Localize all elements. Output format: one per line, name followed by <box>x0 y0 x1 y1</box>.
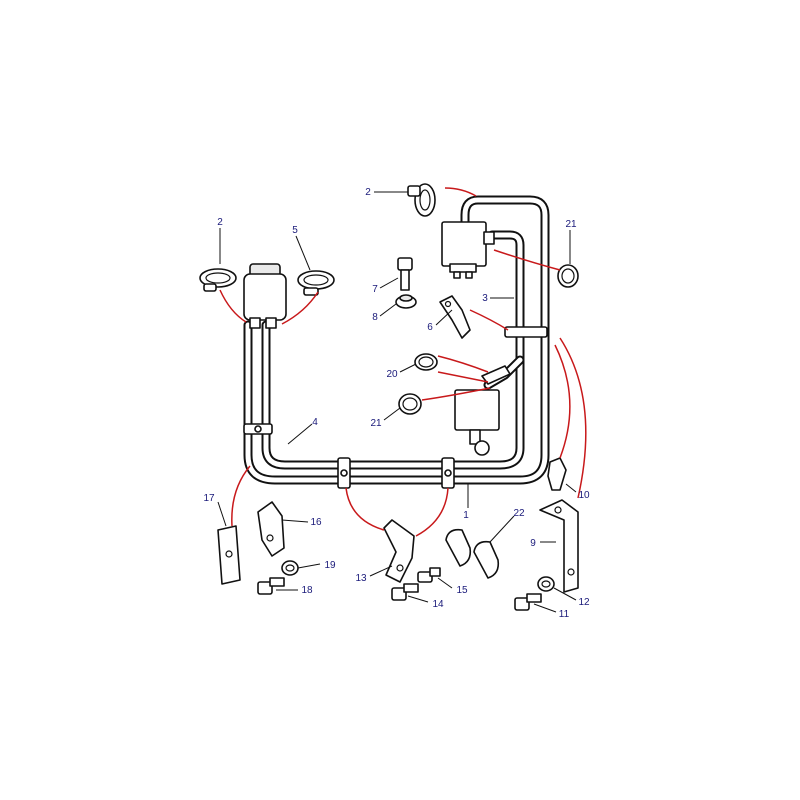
callout-labels: 1 2 2 3 4 5 6 7 8 9 10 11 12 13 14 15 16… <box>203 187 590 620</box>
washer-19 <box>281 560 299 576</box>
callout-2-left: 2 <box>217 217 223 228</box>
valve-block-top <box>441 221 495 279</box>
callout-9: 9 <box>530 538 536 549</box>
hose-clamp-2-left <box>199 268 237 292</box>
bolt-11 <box>514 593 542 611</box>
callout-16: 16 <box>310 517 322 528</box>
o-ring-21-left <box>398 393 422 415</box>
clip-10 <box>547 457 567 491</box>
callout-12: 12 <box>578 597 590 608</box>
clip-16 <box>257 501 285 557</box>
washer-12 <box>537 576 555 592</box>
reservoir-bottle <box>243 263 287 329</box>
callout-17: 17 <box>203 493 215 504</box>
bolt-7 <box>397 257 413 291</box>
pipe-clip-left <box>243 423 273 435</box>
callout-21-right: 21 <box>565 219 577 230</box>
callout-14: 14 <box>432 599 444 610</box>
callout-2-top: 2 <box>365 187 371 198</box>
plate-17 <box>217 525 241 585</box>
o-ring-21-right <box>557 264 579 288</box>
pipe-clip-right <box>504 326 548 338</box>
callout-22: 22 <box>513 508 525 519</box>
bracket-6 <box>439 295 471 339</box>
callout-7: 7 <box>372 284 378 295</box>
callout-18: 18 <box>301 585 313 596</box>
hose-clamp-5 <box>297 270 335 296</box>
nut-8 <box>395 294 417 309</box>
bracket-9 <box>539 499 579 593</box>
assembly-guides <box>219 187 587 537</box>
callout-11: 11 <box>559 609 570 620</box>
callout-3: 3 <box>482 293 488 304</box>
callout-20: 20 <box>386 369 398 380</box>
callout-19: 19 <box>324 560 336 571</box>
callout-1: 1 <box>463 510 469 521</box>
leader-lines <box>217 191 577 613</box>
clip-22 <box>445 528 500 579</box>
stud-15 <box>417 567 441 583</box>
callout-5: 5 <box>292 225 298 236</box>
o-ring-20 <box>414 353 438 371</box>
callout-10: 10 <box>578 490 590 501</box>
pipe-assembly <box>243 195 550 485</box>
callout-13: 13 <box>355 573 367 584</box>
callout-4: 4 <box>312 417 318 428</box>
bolt-14 <box>391 583 419 601</box>
callout-15: 15 <box>456 585 468 596</box>
pipe-clip-bottom-1 <box>337 457 351 489</box>
hose-clamp-2-top <box>407 183 436 217</box>
callout-8: 8 <box>372 312 378 323</box>
callout-21-left: 21 <box>370 418 382 429</box>
clip-13 <box>383 519 415 583</box>
pipe-clip-bottom-2 <box>441 457 455 489</box>
bolt-18 <box>257 577 285 595</box>
callout-6: 6 <box>427 322 433 333</box>
